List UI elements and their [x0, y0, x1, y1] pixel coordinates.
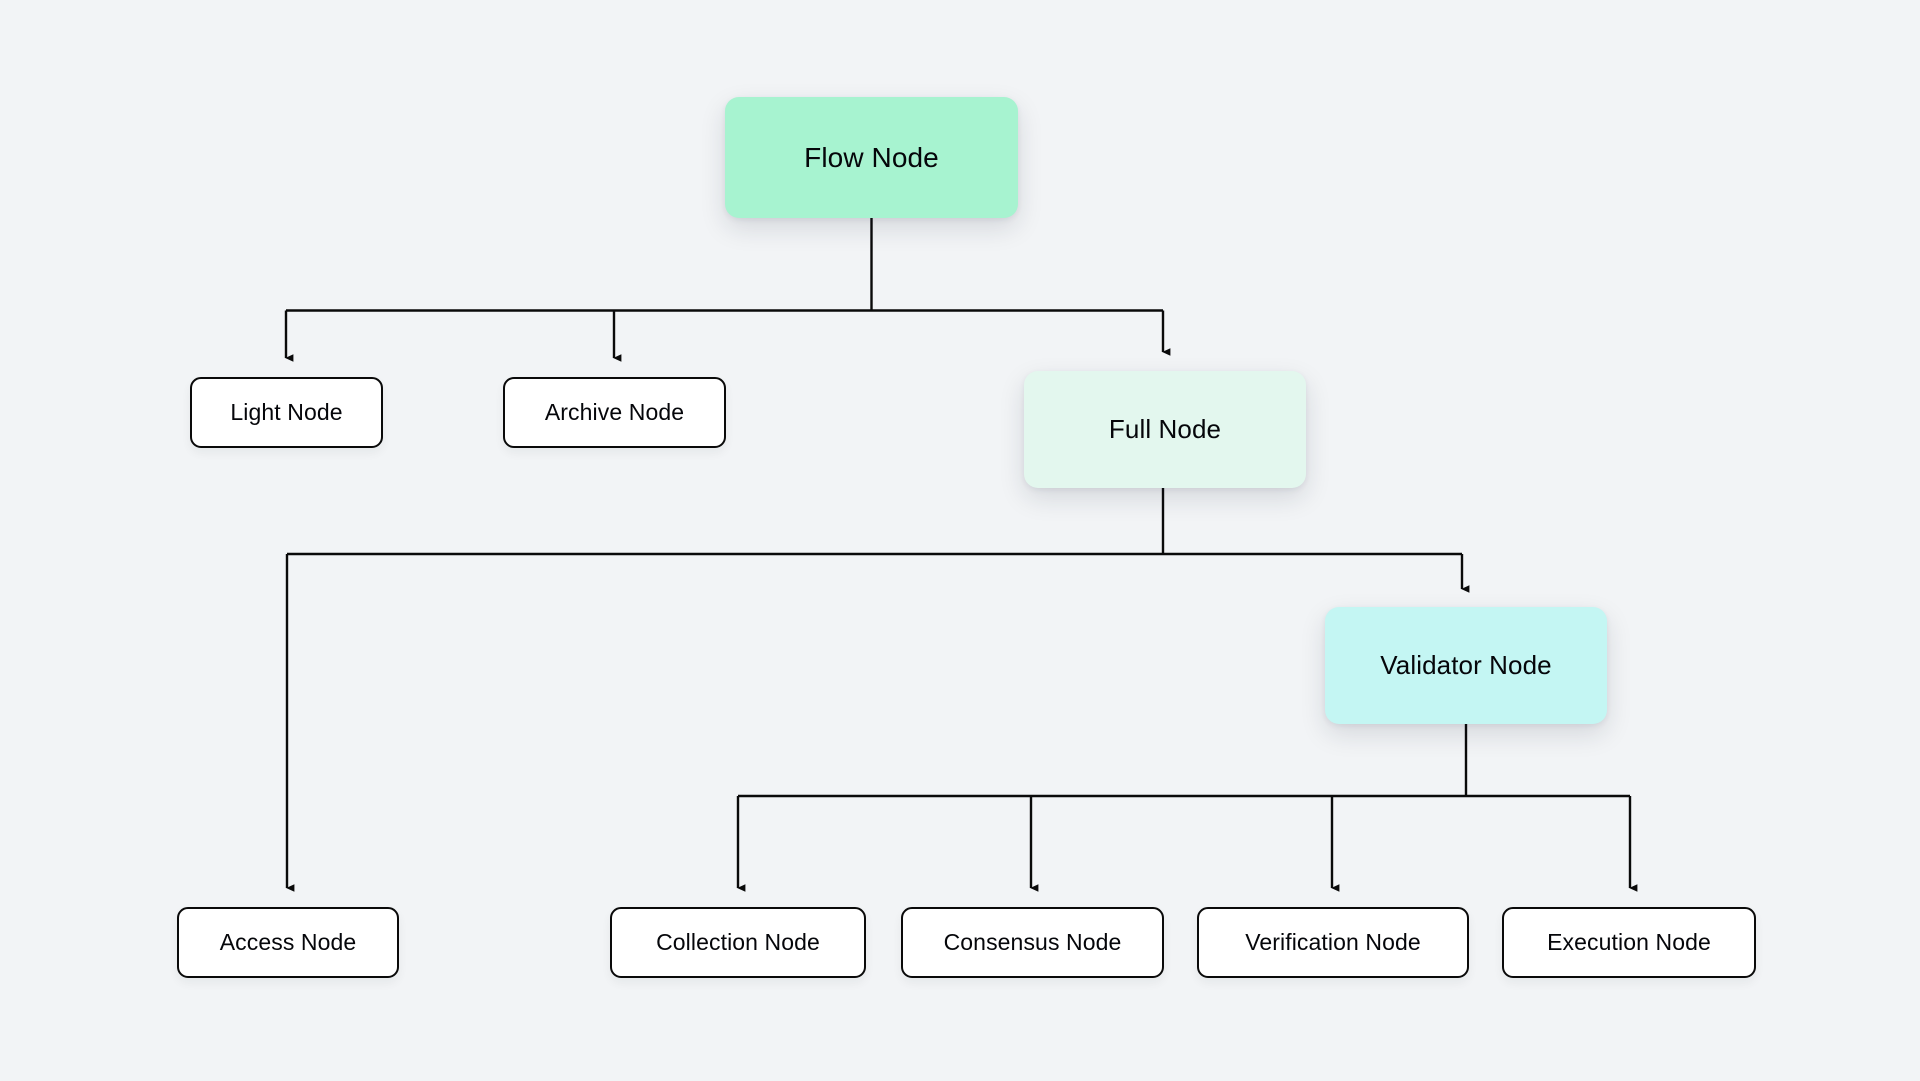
node-archive-node[interactable]: Archive Node: [503, 377, 726, 448]
node-light-node[interactable]: Light Node: [190, 377, 383, 448]
node-label: Light Node: [230, 399, 343, 425]
node-label: Consensus Node: [943, 929, 1122, 955]
node-collection-node[interactable]: Collection Node: [610, 907, 866, 978]
node-label: Flow Node: [804, 141, 939, 173]
node-full-node[interactable]: Full Node: [1024, 371, 1306, 488]
node-label: Collection Node: [656, 929, 820, 955]
node-label: Full Node: [1108, 414, 1222, 444]
node-label: Execution Node: [1547, 929, 1711, 955]
node-label: Archive Node: [544, 399, 685, 425]
node-flow-node[interactable]: Flow Node: [725, 97, 1018, 218]
node-label: Verification Node: [1245, 929, 1421, 955]
node-consensus-node[interactable]: Consensus Node: [901, 907, 1164, 978]
node-execution-node[interactable]: Execution Node: [1502, 907, 1756, 978]
node-label: Validator Node: [1380, 650, 1552, 680]
node-access-node[interactable]: Access Node: [177, 907, 399, 978]
node-label: Access Node: [219, 929, 357, 955]
node-validator-node[interactable]: Validator Node: [1325, 607, 1607, 724]
node-verification-node[interactable]: Verification Node: [1197, 907, 1469, 978]
